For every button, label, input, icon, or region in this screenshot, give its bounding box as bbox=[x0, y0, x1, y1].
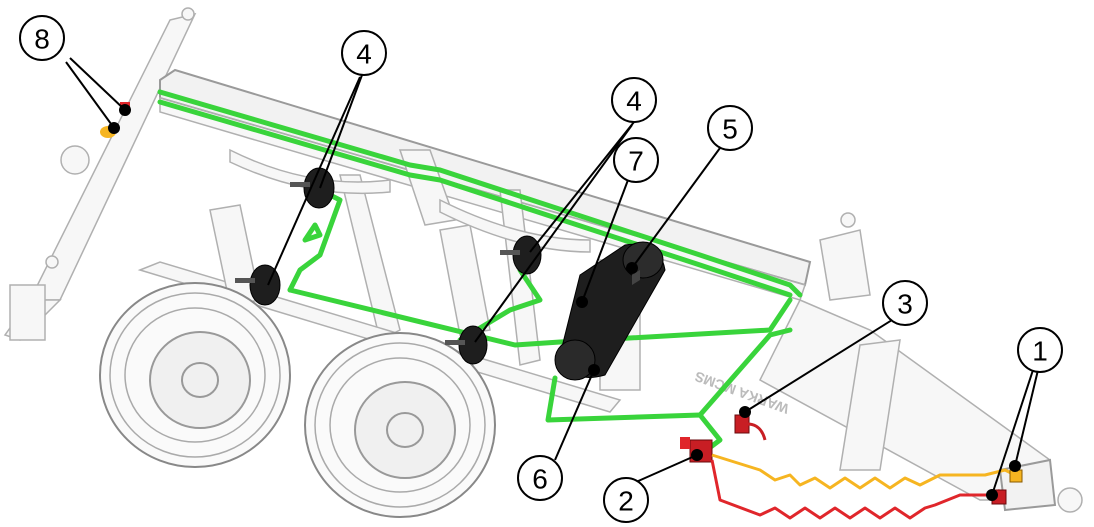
callout-2-label: 2 bbox=[618, 486, 634, 517]
callout-3: 3 bbox=[882, 280, 928, 326]
wheel-front bbox=[304, 332, 496, 518]
callout-7: 7 bbox=[613, 137, 659, 183]
callout-5: 5 bbox=[707, 105, 753, 151]
callout-7-label: 7 bbox=[628, 146, 644, 177]
rear-beam bbox=[3, 7, 197, 341]
callout-8-label: 8 bbox=[34, 24, 50, 55]
callout-5-label: 5 bbox=[722, 114, 738, 145]
callout-4-left-label: 4 bbox=[356, 39, 372, 70]
drawbar: WARKA MCMS bbox=[692, 212, 1083, 513]
leader-lines bbox=[65, 57, 1039, 501]
callout-1: 1 bbox=[1017, 327, 1063, 373]
callout-6: 6 bbox=[517, 455, 563, 501]
callout-8: 8 bbox=[19, 15, 65, 61]
callout-6-label: 6 bbox=[532, 464, 548, 495]
callout-4-left: 4 bbox=[341, 30, 387, 76]
air-tank bbox=[554, 241, 666, 381]
wheel-rear bbox=[99, 282, 291, 468]
callout-1-label: 1 bbox=[1032, 336, 1048, 367]
callout-3-label: 3 bbox=[897, 289, 913, 320]
callout-4-right: 4 bbox=[611, 77, 657, 123]
callout-4-right-label: 4 bbox=[626, 86, 642, 117]
callout-2: 2 bbox=[603, 477, 649, 523]
coiled-lines bbox=[710, 453, 1023, 520]
